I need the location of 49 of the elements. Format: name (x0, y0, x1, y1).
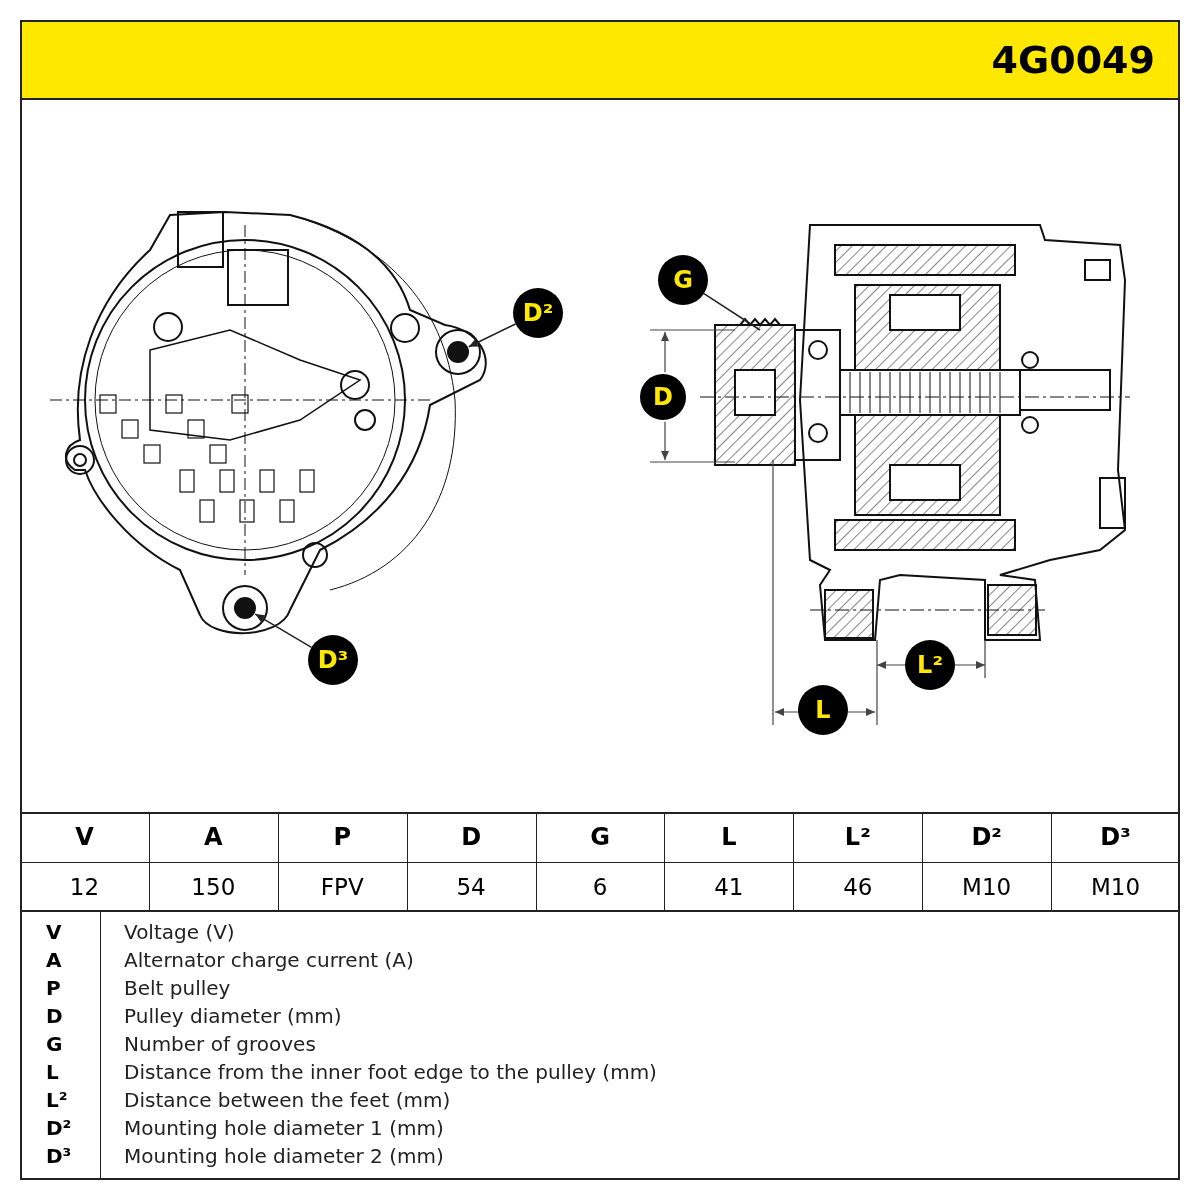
column-header: L² (843, 822, 872, 853)
spec-value: M10 (961, 873, 1013, 902)
key-description: Distance between the feet (mm) (124, 1088, 451, 1112)
column-header: V (74, 822, 95, 853)
callout-marker: L² (905, 640, 955, 690)
spec-value: 12 (68, 873, 101, 902)
leader-line (468, 323, 517, 348)
key-symbol: D² (46, 1116, 72, 1140)
key-description: Voltage (V) (124, 920, 235, 944)
column-header: L (720, 822, 738, 853)
key-symbol: G (46, 1032, 63, 1056)
key-symbol: L² (46, 1088, 68, 1112)
spec-value: 150 (190, 873, 237, 902)
pulley-groove-drawing (739, 317, 781, 327)
callout-marker: D² (513, 288, 563, 338)
key-symbol: V (46, 920, 62, 944)
callout-marker: D (638, 372, 688, 422)
key-description: Mounting hole diameter 2 (mm) (124, 1144, 444, 1168)
spec-value: FPV (319, 873, 365, 902)
column-header: D² (970, 822, 1003, 853)
leader-line (703, 292, 761, 331)
callout-marker: G (658, 255, 708, 305)
column-header: A (203, 822, 224, 853)
spec-value: 6 (591, 873, 609, 902)
spec-value: 41 (713, 873, 745, 902)
spec-value: M10 (1090, 873, 1142, 902)
key-symbol: A (46, 948, 62, 972)
key-description: Pulley diameter (mm) (124, 1004, 342, 1028)
spec-value: 54 (455, 873, 487, 902)
key-symbol: D (46, 1004, 63, 1028)
mounting-hole (447, 341, 469, 363)
key-description: Belt pulley (124, 976, 231, 1000)
mounting-hole (234, 597, 256, 619)
column-header: G (589, 822, 611, 853)
key-description: Mounting hole diameter 1 (mm) (124, 1116, 444, 1140)
key-symbol: P (46, 976, 61, 1000)
key-description: Distance from the inner foot edge to the pulley (mm) (124, 1060, 657, 1084)
callout-marker: L (798, 685, 848, 735)
part-number: 4G0049 (991, 38, 1155, 82)
spec-value: 46 (842, 873, 874, 902)
column-header: D³ (1099, 822, 1132, 853)
column-header: D (460, 822, 483, 853)
leader-line (254, 613, 313, 649)
key-symbol: L (46, 1060, 59, 1084)
callout-marker: D³ (308, 635, 358, 685)
column-header: P (332, 822, 352, 853)
key-symbol: D³ (46, 1144, 72, 1168)
key-description: Number of grooves (124, 1032, 316, 1056)
key-description: Alternator charge current (A) (124, 948, 414, 972)
